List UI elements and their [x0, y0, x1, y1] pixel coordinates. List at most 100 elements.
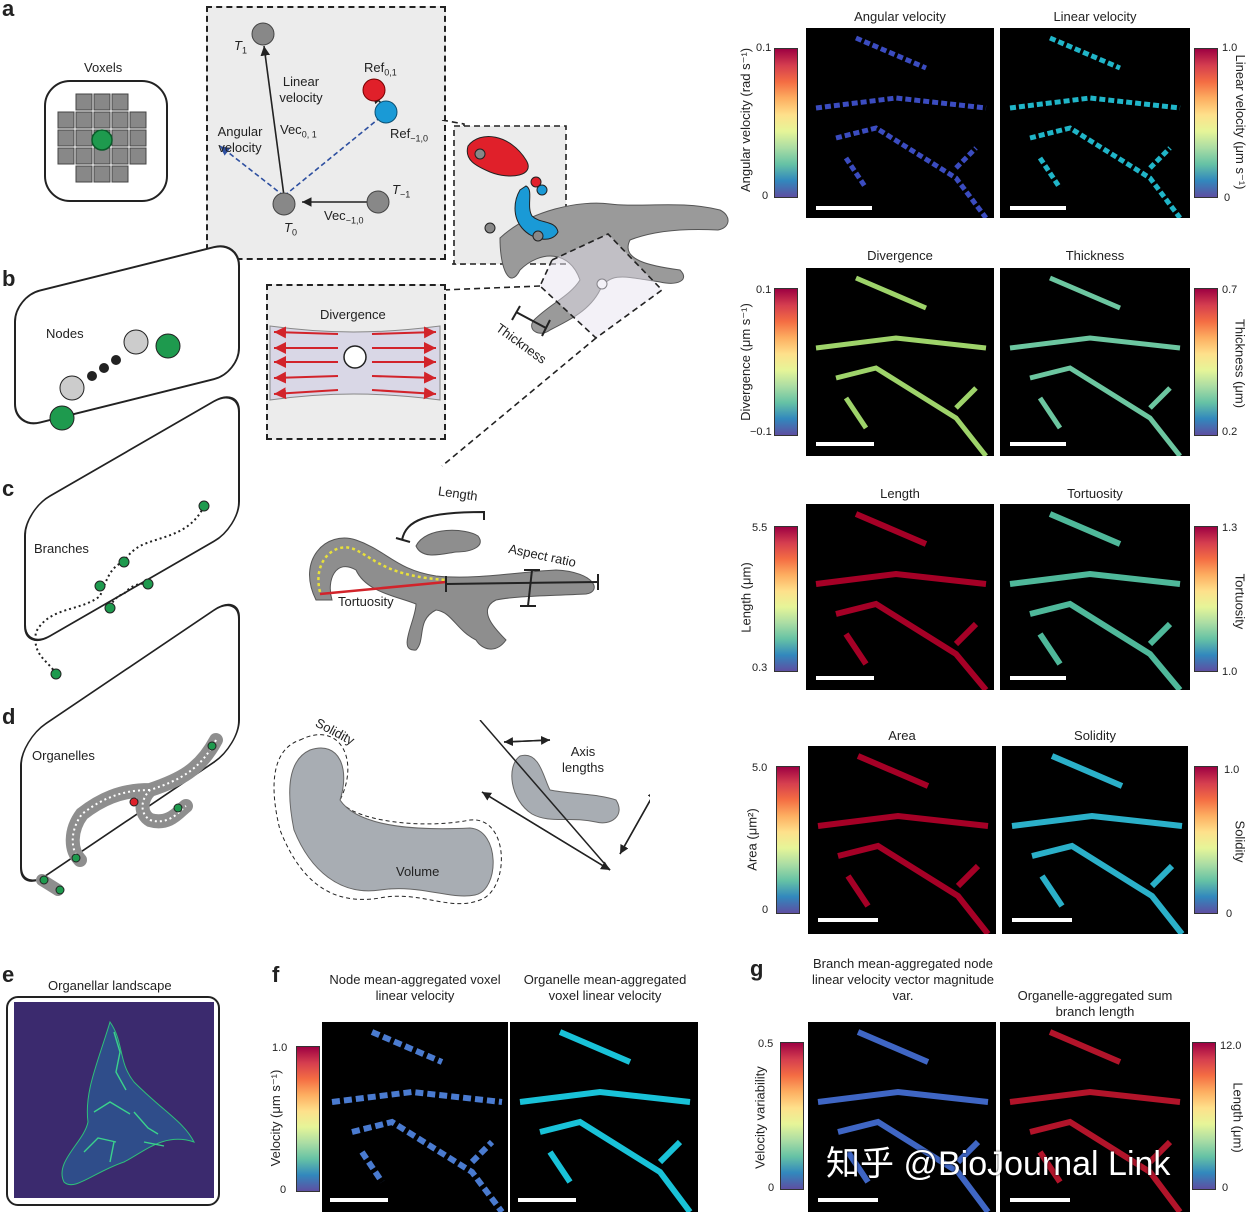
- cbar-length-min: 0.3: [752, 662, 768, 674]
- cbar-tortuosity-max: 1.3: [1222, 522, 1238, 534]
- cbar-thickness-min: 0.2: [1222, 426, 1238, 438]
- panel-letter-b: b: [2, 266, 16, 291]
- map-title-organelle-velocity: Organelle mean-aggregated voxel linear v…: [523, 972, 687, 1003]
- map-title-branch-variability: Branch mean-aggregated node linear veloc…: [811, 956, 995, 1003]
- cbar-organelle-length-min: 0: [1222, 1182, 1229, 1194]
- linear-velocity-label: Linear velocity: [279, 74, 323, 105]
- cbar-node-velocity-max: 1.0: [272, 1042, 288, 1054]
- vec-10-label: Vec−1,0: [324, 208, 364, 226]
- landscape-image: [14, 1002, 214, 1198]
- cbar-branch-variability: [780, 1042, 804, 1190]
- ref01-label: Ref0,1: [364, 60, 397, 78]
- map-title-length: Length: [880, 486, 920, 501]
- voxels-label: Voxels: [84, 60, 123, 75]
- map-angular-velocity: [806, 28, 994, 218]
- map-title-area: Area: [888, 728, 916, 743]
- branches-label: Branches: [34, 541, 89, 556]
- cbar-node-velocity: [296, 1046, 320, 1192]
- panel-letter-e: e: [2, 962, 15, 987]
- cbar-divergence-max: 0.1: [756, 284, 772, 296]
- cbar-branch-variability-max: 0.5: [758, 1038, 774, 1050]
- cbar-area-label: Area (μm²): [744, 808, 760, 871]
- tortuosity-label: Tortuosity: [338, 594, 394, 609]
- organelle-illustration: [441, 120, 729, 467]
- divergence-diagram: [269, 325, 441, 401]
- organelle-shape-illustration: [273, 720, 650, 905]
- map-area: [808, 746, 996, 934]
- cbar-node-velocity-label: Velocity (μm s⁻¹): [268, 1069, 283, 1167]
- organelles-diagram: [36, 733, 223, 896]
- cbar-linear-max: 1.0: [1222, 42, 1238, 54]
- cbar-linear-label: Linear velocity (μm s⁻¹): [1233, 54, 1248, 190]
- cbar-solidity-max: 1.0: [1224, 764, 1240, 776]
- map-title-node-velocity: Node mean-aggregated voxel linear veloci…: [329, 972, 501, 1003]
- map-title-angular: Angular velocity: [854, 9, 946, 24]
- nodes-label: Nodes: [46, 326, 84, 341]
- cbar-area: [776, 766, 800, 914]
- panel-letter-f: f: [272, 962, 280, 987]
- map-branch-variability: [808, 1022, 996, 1212]
- t-1-label: T−1: [392, 182, 411, 200]
- cbar-length-label: Length (μm): [738, 562, 754, 633]
- panel-letter-g: g: [750, 956, 764, 981]
- organelles-label: Organelles: [32, 748, 95, 763]
- cbar-area-max: 5.0: [752, 762, 768, 774]
- nodes-diagram: [49, 329, 181, 431]
- map-tortuosity: [1000, 504, 1190, 690]
- map-organelle-velocity: [510, 1022, 698, 1212]
- landscape-title: Organellar landscape: [48, 978, 172, 993]
- map-linear-velocity: [1000, 28, 1190, 218]
- map-node-velocity: [322, 1022, 508, 1212]
- cbar-length-max: 5.5: [752, 522, 768, 534]
- cbar-organelle-length: [1192, 1042, 1216, 1190]
- map-title-tortuosity: Tortuosity: [1067, 486, 1123, 501]
- cbar-tortuosity-label: Tortuosity: [1232, 573, 1248, 630]
- cbar-length: [774, 526, 798, 672]
- cbar-angular-max: 0.1: [756, 42, 772, 54]
- cbar-divergence: [774, 288, 798, 436]
- map-length: [806, 504, 994, 690]
- map-title-solidity: Solidity: [1074, 728, 1116, 743]
- cbar-divergence-min: −0.1: [750, 426, 772, 438]
- map-organelle-length: [1000, 1022, 1190, 1212]
- volume-label: Volume: [396, 864, 440, 879]
- map-title-linear: Linear velocity: [1053, 9, 1137, 24]
- ref-10-label: Ref−1,0: [390, 126, 429, 144]
- cbar-linear: [1194, 48, 1218, 198]
- map-thickness: [1000, 268, 1190, 456]
- cbar-angular-label: Angular velocity (rad s⁻¹): [738, 47, 753, 192]
- cbar-thickness-max: 0.7: [1222, 284, 1238, 296]
- divergence-label: Divergence: [320, 307, 386, 322]
- cbar-tortuosity-min: 1.0: [1222, 666, 1238, 678]
- cbar-tortuosity: [1194, 526, 1218, 672]
- panel-letter-d: d: [2, 704, 16, 729]
- cbar-branch-variability-label: Velocity variability: [752, 1066, 768, 1169]
- cbar-solidity-min: 0: [1226, 908, 1233, 920]
- cbar-angular-min: 0: [762, 190, 769, 202]
- velocity-schematic-box: [206, 6, 446, 260]
- cbar-solidity-label: Solidity: [1232, 820, 1248, 863]
- cbar-thickness-label: Thickness (μm): [1232, 318, 1248, 409]
- t1-label: T1: [234, 38, 247, 56]
- cbar-angular: [774, 48, 798, 198]
- panel-letter-c: c: [2, 476, 15, 501]
- map-title-thickness: Thickness: [1065, 248, 1125, 263]
- angular-velocity-label: Angular velocity: [217, 124, 263, 155]
- branch-metrics-illustration: [309, 510, 599, 651]
- map-divergence: [806, 268, 994, 456]
- cbar-solidity: [1194, 766, 1218, 914]
- cbar-thickness: [1194, 288, 1218, 436]
- watermark: 知乎 @BioJournal Link: [826, 1145, 1171, 1183]
- vec01-label: Vec0, 1: [280, 122, 317, 140]
- cbar-organelle-length-label: Length (μm): [1230, 1082, 1246, 1153]
- map-solidity: [1002, 746, 1188, 934]
- axis-lengths-label: Axis lengths: [562, 744, 604, 775]
- panel-letter-a: a: [2, 0, 15, 21]
- velocity-schematic: [219, 22, 398, 216]
- map-title-organelle-length: Organelle-aggregated sum branch length: [1017, 988, 1173, 1019]
- t0-label: T0: [284, 220, 297, 238]
- branches-diagram: [34, 500, 210, 680]
- voxel-grid: [57, 93, 147, 183]
- cbar-linear-min: 0: [1224, 192, 1231, 204]
- cbar-node-velocity-min: 0: [280, 1184, 287, 1196]
